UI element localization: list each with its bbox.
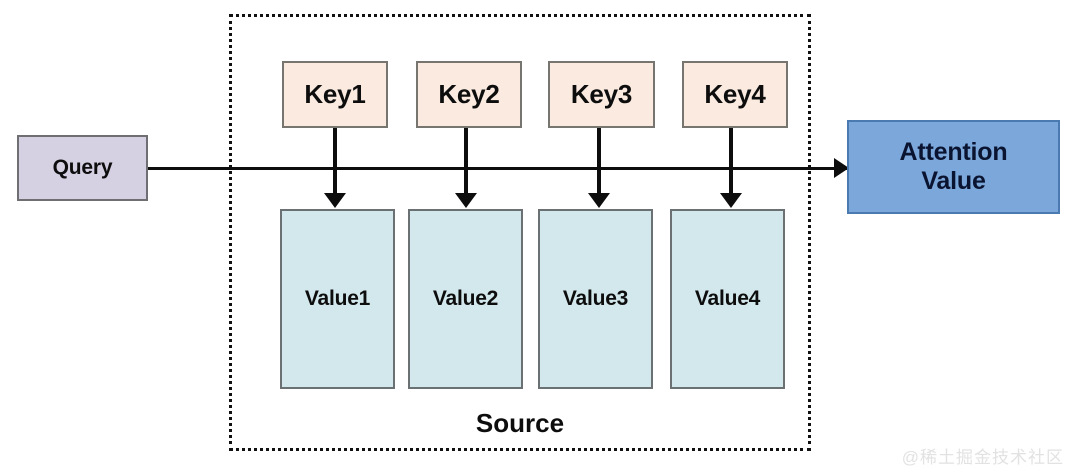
value-box-4[interactable]: Value4 — [670, 209, 785, 389]
attention-value-line2: Value — [921, 167, 986, 195]
key2-to-value2-arrow-icon — [455, 193, 477, 208]
query-box[interactable]: Query — [17, 135, 148, 201]
key3-to-value3-line — [597, 128, 601, 195]
key-box-4[interactable]: Key4 — [682, 61, 788, 128]
query-to-attention-line — [148, 167, 849, 170]
value-label-1: Value1 — [304, 286, 371, 310]
key-label-1: Key1 — [304, 79, 366, 110]
key1-to-value1-line — [333, 128, 337, 195]
query-to-attention-arrow-icon — [834, 158, 849, 178]
key-box-2[interactable]: Key2 — [416, 61, 522, 128]
key-label-4: Key4 — [704, 79, 766, 110]
source-label: Source — [475, 408, 565, 438]
key-label-2: Key2 — [438, 79, 500, 110]
value-box-3[interactable]: Value3 — [538, 209, 653, 389]
watermark: @稀土掘金技术社区 — [901, 448, 1064, 467]
source-region — [229, 14, 811, 451]
key3-to-value3-arrow-icon — [588, 193, 610, 208]
attention-value-line1: Attention — [899, 137, 1008, 166]
key-box-3[interactable]: Key3 — [548, 61, 655, 128]
value-label-4: Value4 — [694, 286, 761, 310]
value-label-3: Value3 — [562, 286, 629, 310]
key1-to-value1-arrow-icon — [324, 193, 346, 208]
query-label: Query — [52, 155, 113, 179]
value-box-1[interactable]: Value1 — [280, 209, 395, 389]
key2-to-value2-line — [464, 128, 468, 195]
key-label-3: Key3 — [570, 79, 633, 110]
attention-value-box[interactable]: Attention Value — [847, 120, 1060, 214]
key-box-1[interactable]: Key1 — [282, 61, 388, 128]
key4-to-value4-line — [729, 128, 733, 195]
key4-to-value4-arrow-icon — [720, 193, 742, 208]
value-label-2: Value2 — [432, 286, 499, 310]
value-box-2[interactable]: Value2 — [408, 209, 523, 389]
attention-value-label: Attention Value — [900, 138, 1008, 197]
